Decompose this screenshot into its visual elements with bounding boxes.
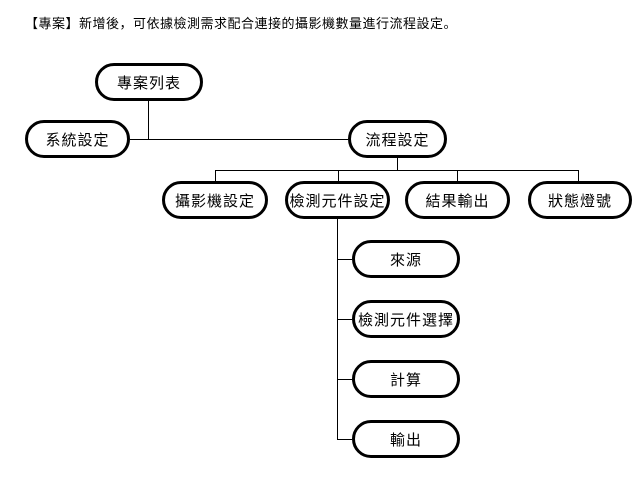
node-result-output: 結果輸出 [405,181,510,219]
connector-stub-calculation [337,379,352,380]
node-camera-settings: 攝影機設定 [162,181,268,219]
node-status-light: 狀態燈號 [528,181,632,219]
node-source: 來源 [352,240,460,278]
node-calculation: 計算 [352,360,460,398]
connector-stub-source [337,259,352,260]
connector-drop-camera [215,170,216,181]
node-output: 輸出 [352,420,460,458]
connector-row1-horizontal [130,139,348,140]
node-project-list: 專案列表 [95,63,203,101]
connector-drop-inspection [338,170,339,181]
connector-inspection-trunk [337,219,338,439]
node-inspection-component-select: 檢測元件選擇 [352,300,460,338]
connector-flowsettings-down [397,157,398,170]
description-text: 【專案】新增後，可依據檢測需求配合連接的攝影機數量進行流程設定。 [25,16,458,31]
node-system-settings: 系統設定 [25,120,130,158]
connector-row2-horizontal [215,170,579,171]
connector-drop-status [578,170,579,181]
node-inspection-component-settings: 檢測元件設定 [285,181,390,219]
connector-stub-select [337,319,352,320]
connector-projectlist-down [148,100,149,139]
connector-drop-result [457,170,458,181]
connector-stub-output [337,439,352,440]
node-flow-settings: 流程設定 [348,120,447,158]
